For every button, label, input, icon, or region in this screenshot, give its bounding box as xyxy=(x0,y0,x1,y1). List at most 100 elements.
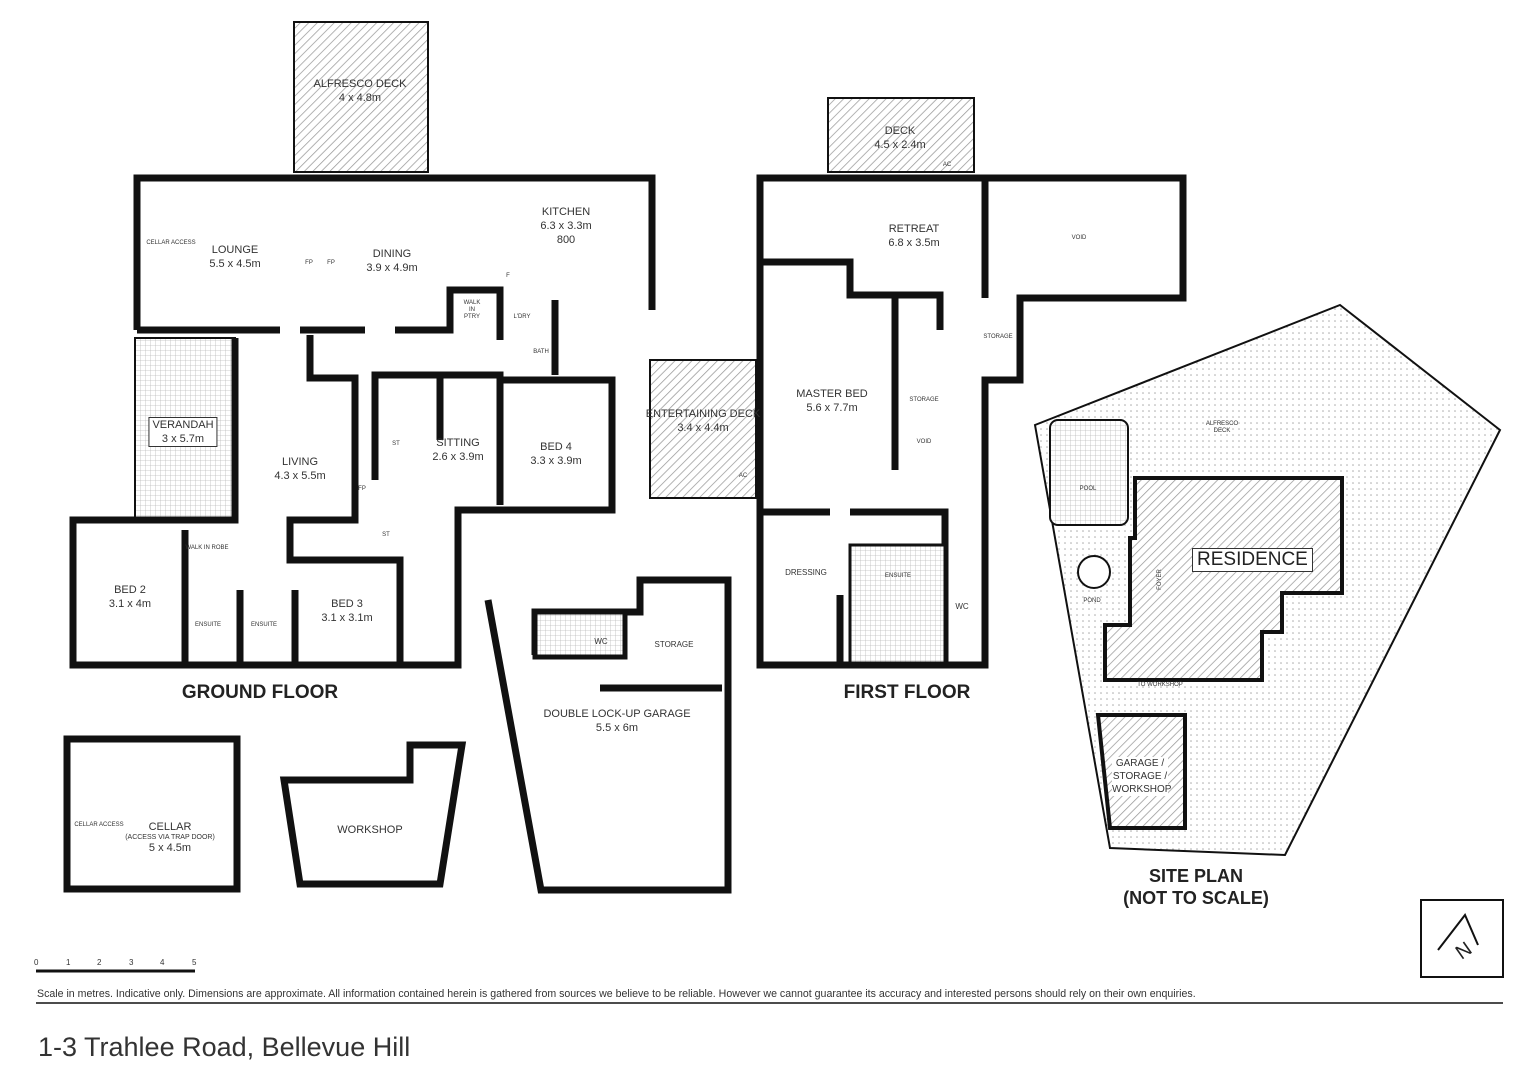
ac-label: AC xyxy=(738,473,748,479)
pond-label: POND xyxy=(1083,598,1101,604)
room-name: DECK xyxy=(884,125,916,137)
room-size: 3.9 x 4.9m xyxy=(366,262,418,274)
room-workshop: WORKSHOP xyxy=(337,824,403,836)
entertaining-deck xyxy=(649,359,757,499)
room-size: 5 x 4.5m xyxy=(148,842,192,854)
oven-label: 800 xyxy=(556,234,576,246)
site-plan-title: SITE PLAN xyxy=(1148,866,1244,886)
laundry-label: L'DRY xyxy=(513,314,531,320)
fireplace-label: FP xyxy=(305,260,313,266)
room-verandah: VERANDAH 3 x 5.7m xyxy=(148,417,218,447)
storage-label: STORAGE xyxy=(654,640,694,649)
scale-tick: 1 xyxy=(66,958,71,967)
room-size: 4 x 4.8m xyxy=(338,92,382,104)
room-name: DINING xyxy=(372,248,412,260)
room-size: 3.4 x 4.4m xyxy=(677,422,729,434)
room-name: BED 2 xyxy=(114,584,146,596)
ground-floor-wall xyxy=(133,174,656,330)
room-name: LIVING xyxy=(281,456,319,468)
residence-footprint xyxy=(1103,476,1344,682)
room-name: RETREAT xyxy=(888,223,940,235)
room-cellar: CELLAR(ACCESS VIA TRAP DOOR)5 x 4.5m xyxy=(125,820,215,855)
room-size: 4.5 x 2.4m xyxy=(874,139,926,151)
room-name: ENTERTAINING DECK xyxy=(645,408,761,420)
room-lounge: LOUNGE 5.5 x 4.5m xyxy=(209,243,260,271)
store-label: ST xyxy=(392,441,400,447)
room-alfresco-deck: ALFRESCO DECK 4 x 4.8m xyxy=(314,77,407,105)
room-bed-3: BED 3 3.1 x 3.1m xyxy=(321,597,372,625)
room-size: 3.1 x 4m xyxy=(108,598,152,610)
wc-label: WC xyxy=(955,602,969,611)
storage-label: STORAGE xyxy=(909,397,939,403)
room-name: VERANDAH xyxy=(152,419,214,431)
pantry-label: WALK IN PTRY xyxy=(463,300,481,320)
to-workshop-label: TO WORKSHOP xyxy=(1137,682,1183,688)
fireplace-label: FP xyxy=(327,260,335,266)
ensuite-label: ENSUITE xyxy=(250,622,278,628)
room-living: LIVING 4.3 x 5.5m xyxy=(274,455,325,483)
room-name: MASTER BED xyxy=(796,388,868,400)
room-bed-2: BED 2 3.1 x 4m xyxy=(109,583,151,611)
cellar-access-label: CELLAR ACCESS xyxy=(74,822,124,828)
scale-tick: 5 xyxy=(192,958,197,967)
alfresco-deck xyxy=(293,21,429,173)
room-note: (ACCESS VIA TRAP DOOR) xyxy=(125,834,215,841)
site-plan-note: (NOT TO SCALE) xyxy=(1123,888,1269,908)
room-bed-4: BED 4 3.3 x 3.9m xyxy=(530,440,581,468)
fridge-label: F xyxy=(506,273,510,279)
ensuite-label: ENSUITE xyxy=(194,622,222,628)
room-size: 2.6 x 3.9m xyxy=(432,451,484,463)
void-label: VOID xyxy=(1071,235,1087,241)
room-size: 5.6 x 7.7m xyxy=(806,402,858,414)
room-size: 3.3 x 3.9m xyxy=(530,455,582,467)
void-label: VOID xyxy=(916,439,932,445)
room-entertaining-deck: ENTERTAINING DECK 3.4 x 4.4m xyxy=(646,407,761,435)
residence-label: RESIDENCE xyxy=(1192,548,1313,572)
room-retreat: RETREAT 6.8 x 3.5m xyxy=(888,222,939,250)
scale-tick: 3 xyxy=(129,958,134,967)
site-plan-heading: SITE PLAN(NOT TO SCALE) xyxy=(1123,865,1269,909)
first-floor-heading: FIRST FLOOR xyxy=(843,682,971,703)
room-size: 3 x 5.7m xyxy=(161,433,205,445)
room-size: 5.5 x 6m xyxy=(595,722,639,734)
room-size: 6.3 x 3.3m xyxy=(540,220,592,232)
alfresco-label: ALFRESCO DECK xyxy=(1205,421,1239,434)
wc-label: WC xyxy=(594,637,608,646)
room-size: 4.3 x 5.5m xyxy=(274,470,326,482)
room-sitting: SITTING 2.6 x 3.9m xyxy=(432,436,483,464)
room-name: DOUBLE LOCK-UP GARAGE xyxy=(543,708,691,720)
garage-storage-workshop-label: GARAGE / STORAGE / WORKSHOP xyxy=(1112,757,1172,796)
walk-in-robe-label: WALK IN ROBE xyxy=(185,545,229,551)
ground-floor-heading: GROUND FLOOR xyxy=(181,682,339,703)
ensuite-label: ENSUITE xyxy=(884,573,912,579)
ac-label: AC xyxy=(942,162,952,168)
room-name: LOUNGE xyxy=(211,244,259,256)
room-garage: DOUBLE LOCK-UP GARAGE 5.5 x 6m xyxy=(543,707,690,735)
room-size: 5.5 x 4.5m xyxy=(209,258,261,270)
dressing-label: DRESSING xyxy=(785,568,827,577)
room-size: 6.8 x 3.5m xyxy=(888,237,940,249)
scale-tick: 2 xyxy=(97,958,102,967)
room-dining: DINING 3.9 x 4.9m xyxy=(366,247,417,275)
room-master-bed: MASTER BED 5.6 x 7.7m xyxy=(796,387,868,415)
storage-label: STORAGE xyxy=(983,334,1013,340)
bath-label: BATH xyxy=(533,349,549,355)
store-label: ST xyxy=(382,532,390,538)
scale-tick: 4 xyxy=(160,958,165,967)
room-name: CELLAR xyxy=(148,821,192,833)
room-name: SITTING xyxy=(436,437,480,449)
disclaimer: Scale in metres. Indicative only. Dimens… xyxy=(37,988,1196,1000)
pool-label: POOL xyxy=(1079,486,1097,492)
room-name: ALFRESCO DECK xyxy=(313,78,407,90)
room-deck: DECK 4.5 x 2.4m xyxy=(874,124,925,152)
foyer-label: FOYER xyxy=(1156,569,1163,590)
room-name: BED 4 xyxy=(540,441,572,453)
deck xyxy=(827,97,975,173)
scale-tick: 0 xyxy=(34,958,39,967)
room-name: BED 3 xyxy=(331,598,363,610)
room-name: KITCHEN xyxy=(541,206,591,218)
room-size: 3.1 x 3.1m xyxy=(321,612,373,624)
cellar-access-label: CELLAR ACCESS xyxy=(146,240,196,246)
